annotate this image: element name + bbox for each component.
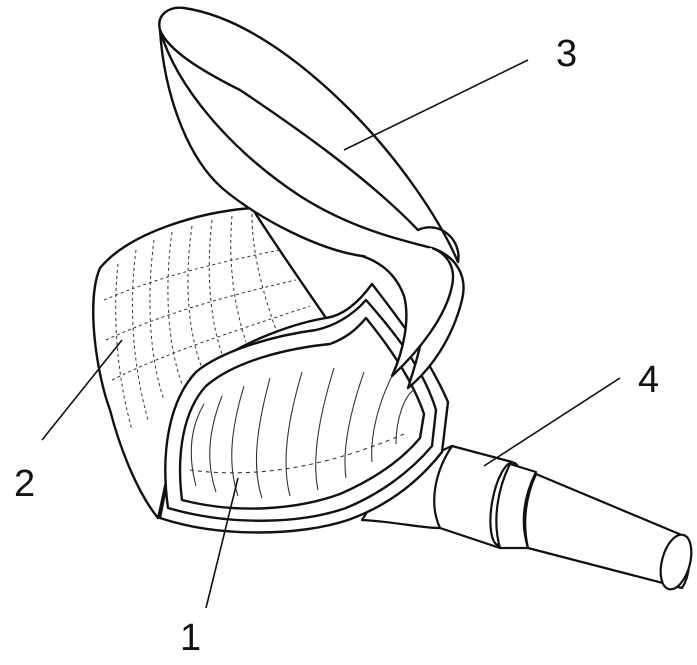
flap-strap (158, 6, 465, 390)
sleeve-hatching (103, 213, 311, 431)
leader-line-2 (41, 339, 123, 441)
flap-top (158, 28, 465, 390)
leader-line-1 (205, 477, 239, 609)
callout-label-4: 4 (638, 359, 659, 401)
leader-line-4 (483, 377, 621, 467)
inner-padding (178, 316, 426, 510)
handle-connector (360, 444, 693, 591)
sleeve-body (92, 206, 450, 534)
leader-lines (41, 59, 621, 609)
shaft-end-cap (659, 533, 693, 591)
callout-label-2: 2 (14, 463, 35, 505)
padding-contours (189, 367, 415, 499)
callout-label-3: 3 (556, 33, 577, 75)
callout-label-1: 1 (180, 617, 201, 659)
flap-underside (158, 6, 460, 264)
leader-line-3 (343, 59, 529, 151)
flap-fold (361, 246, 455, 378)
handle-step (495, 462, 538, 550)
